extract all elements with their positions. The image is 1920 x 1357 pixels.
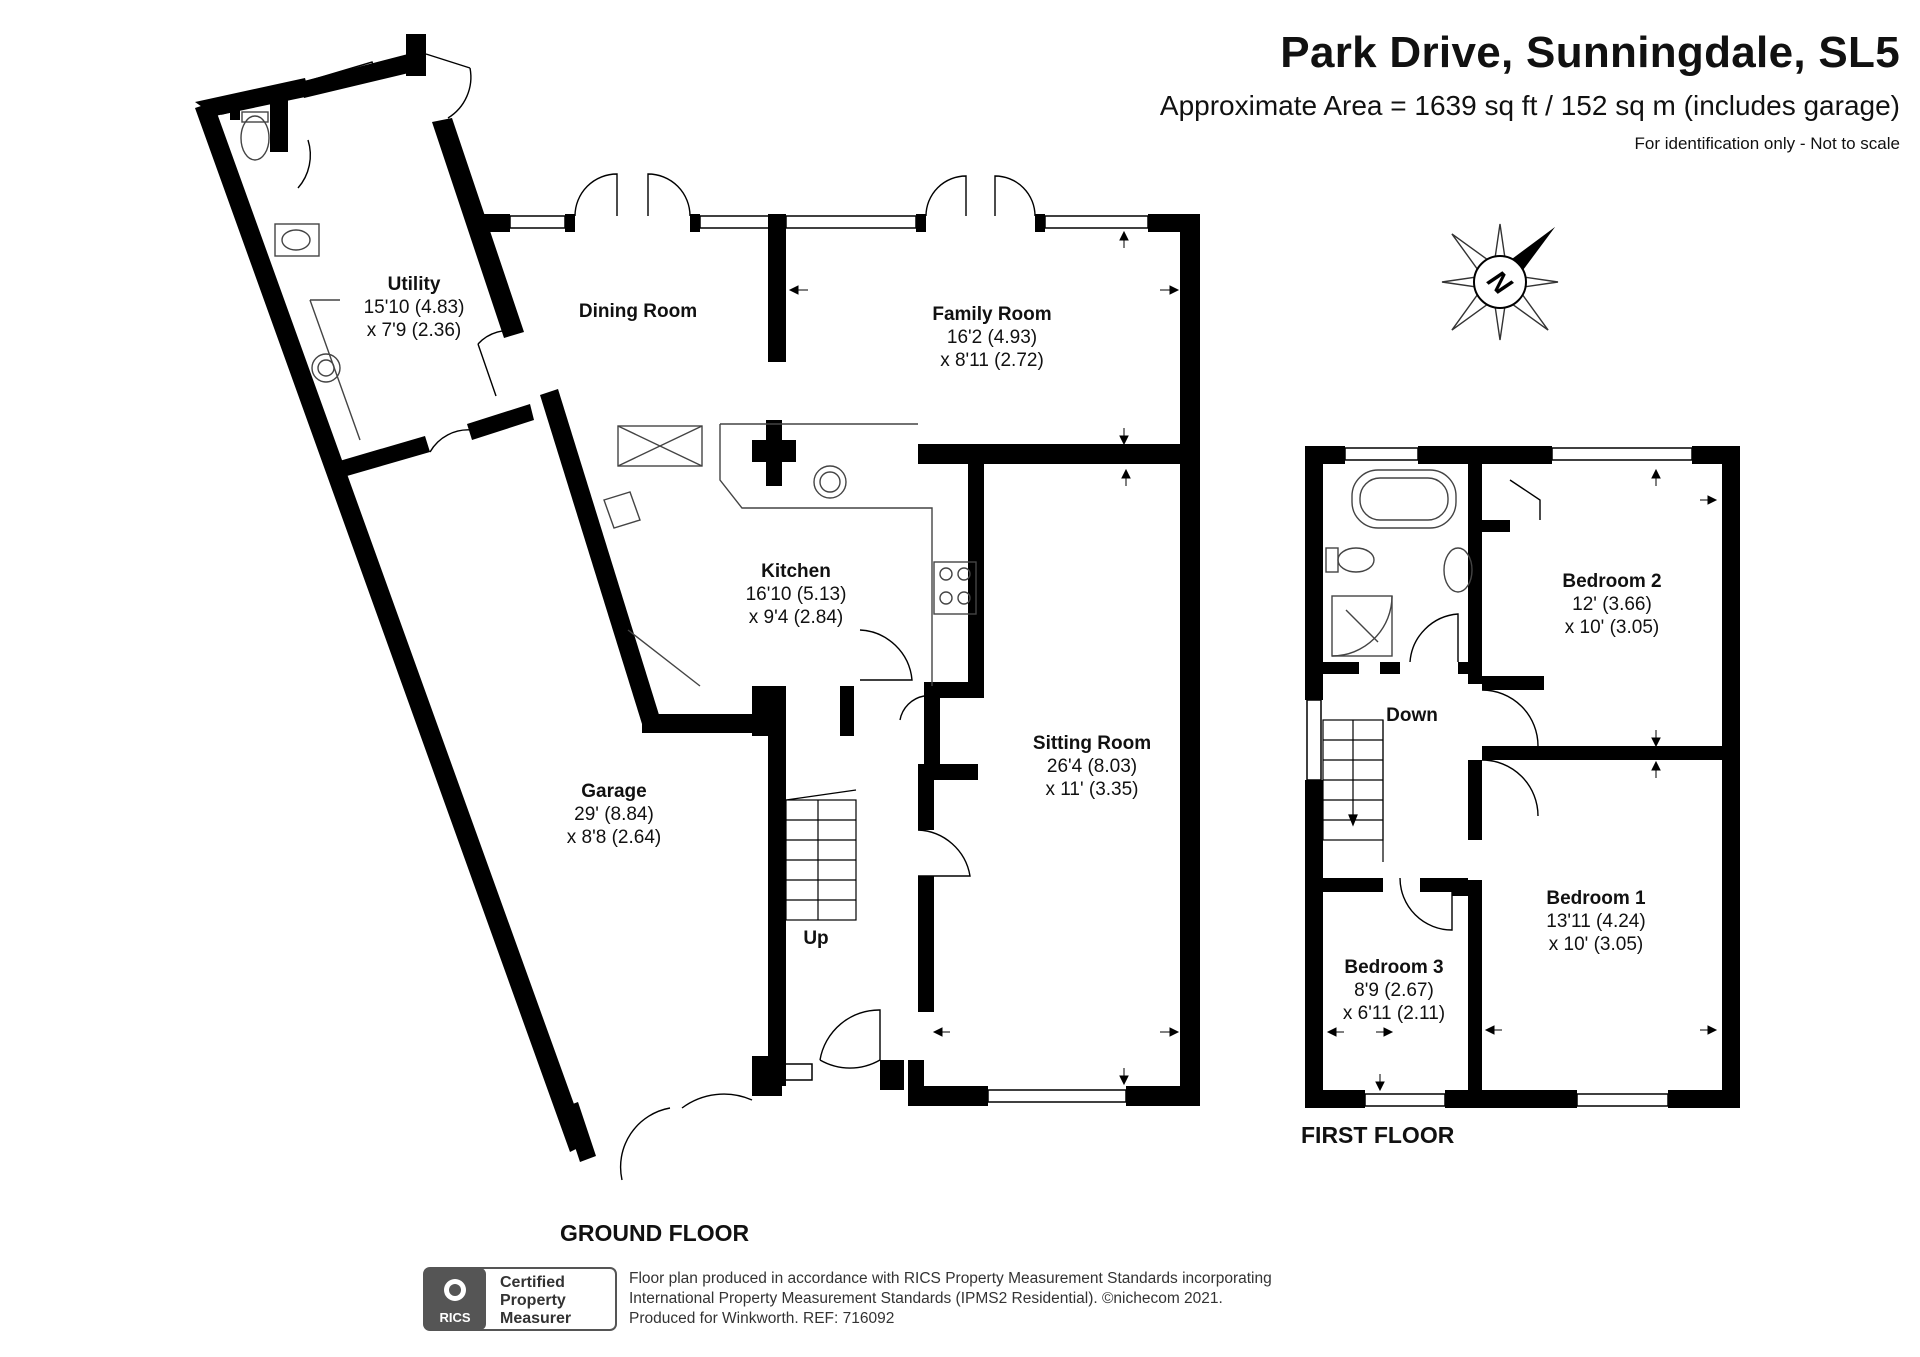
utility-fixtures <box>240 111 361 441</box>
room-dimension: 29' (8.84) <box>574 804 654 825</box>
room-dimension: 16'2 (4.93) <box>947 327 1037 348</box>
room-dimension: 13'11 (4.24) <box>1546 911 1645 932</box>
room-dimension: 16'10 (5.13) <box>746 584 847 605</box>
room-dimension: x 7'9 (2.36) <box>367 320 461 341</box>
room-name: Bedroom 2 <box>1562 571 1661 592</box>
page-title: Park Drive, Sunningdale, SL5 <box>1280 28 1900 77</box>
bath-basin-icon <box>1443 547 1473 593</box>
ground-floor-doors <box>297 53 1036 1181</box>
first-floor-walls <box>1305 446 1740 1108</box>
room-sitting: Sitting Room 26'4 (8.03) x 11' (3.35) <box>1033 733 1151 800</box>
room-name: Utility <box>388 274 441 295</box>
room-name: Dining Room <box>579 301 697 322</box>
skylight-icon <box>617 425 703 467</box>
area-summary: Approximate Area = 1639 sq ft / 152 sq m… <box>1159 90 1900 121</box>
room-dining: Dining Room <box>579 301 697 322</box>
badge-line-1: Certified <box>500 1274 565 1291</box>
room-dimension: 15'10 (4.83) <box>364 297 465 318</box>
room-name: Kitchen <box>761 561 831 582</box>
badge-line-3: Measurer <box>500 1310 571 1327</box>
footer-line-1: Floor plan produced in accordance with R… <box>629 1270 1272 1287</box>
room-name: Bedroom 3 <box>1344 957 1443 978</box>
ground-floor-stairs <box>785 789 857 921</box>
badge-line-2: Property <box>500 1292 566 1309</box>
room-dimension: 8'9 (2.67) <box>1354 980 1434 1001</box>
ground-floor-walls <box>195 34 1200 1162</box>
first-floor-label: FIRST FLOOR <box>1301 1122 1455 1148</box>
kitchen-sink-icon <box>813 465 847 499</box>
stairs-up-label: Up <box>803 928 828 949</box>
stairs-down-label: Down <box>1386 705 1438 726</box>
wc-icon <box>1337 547 1375 573</box>
room-name: Sitting Room <box>1033 733 1151 754</box>
room-bedroom-1: Bedroom 1 13'11 (4.24) x 10' (3.05) <box>1546 888 1646 955</box>
utility-sink-icon <box>311 353 341 383</box>
compass-rose-icon: N <box>1441 223 1559 341</box>
room-dimension: x 8'11 (2.72) <box>940 350 1044 371</box>
room-garage: Garage 29' (8.84) x 8'8 (2.64) <box>567 781 661 848</box>
identification-note: For identification only - Not to scale <box>1634 134 1900 153</box>
room-kitchen: Kitchen 16'10 (5.13) x 9'4 (2.84) <box>746 561 847 628</box>
room-dimension: x 10' (3.05) <box>1565 617 1659 638</box>
footer-line-2: International Property Measurement Stand… <box>629 1290 1223 1307</box>
room-dimension: x 6'11 (2.11) <box>1343 1003 1445 1024</box>
hob-icon <box>933 561 977 615</box>
room-dimension: x 8'8 (2.64) <box>567 827 661 848</box>
basin-icon <box>274 223 320 257</box>
first-floor-doors <box>1399 479 1541 931</box>
room-bedroom-2: Bedroom 2 12' (3.66) x 10' (3.05) <box>1562 571 1661 638</box>
measurement-markers <box>788 230 1718 1092</box>
first-floor-windows <box>1306 447 1693 1107</box>
rics-badge: RICS Certified Property Measurer <box>423 1267 617 1331</box>
footer-line-3: Produced for Winkworth. REF: 716092 <box>629 1310 894 1327</box>
room-name: Garage <box>581 781 646 802</box>
rics-lion-icon <box>444 1279 466 1301</box>
rics-brand: RICS <box>439 1310 470 1325</box>
room-dimension: x 11' (3.35) <box>1045 779 1138 800</box>
room-name: Bedroom 1 <box>1546 888 1646 909</box>
room-dimension: 26'4 (8.03) <box>1047 756 1137 777</box>
room-name: Family Room <box>932 304 1051 325</box>
toilet-icon <box>240 115 270 161</box>
room-dimension: x 9'4 (2.84) <box>749 607 843 628</box>
ground-floor-windows <box>219 61 1149 1103</box>
room-bedroom-3: Bedroom 3 8'9 (2.67) x 6'11 (2.11) <box>1343 957 1445 1024</box>
room-dimension: 12' (3.66) <box>1572 594 1652 615</box>
room-family: Family Room 16'2 (4.93) x 8'11 (2.72) <box>932 304 1051 371</box>
ground-floor-label: GROUND FLOOR <box>560 1220 749 1246</box>
room-utility: Utility 15'10 (4.83) x 7'9 (2.36) <box>364 274 465 341</box>
bathroom-fixtures <box>1325 469 1473 657</box>
shower-icon <box>1331 595 1393 657</box>
kitchen-fixtures <box>603 423 977 687</box>
first-floor-stairs <box>1322 719 1384 862</box>
bath-icon <box>1351 469 1457 529</box>
room-dimension: x 10' (3.05) <box>1549 934 1643 955</box>
